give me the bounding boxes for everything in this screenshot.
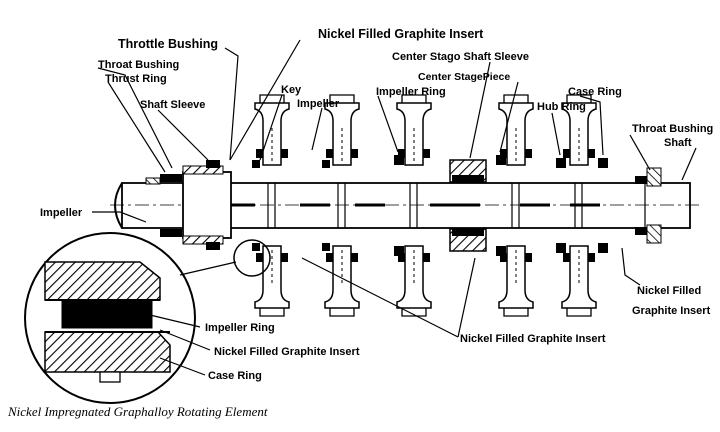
label-nickel-filled-right-1: Nickel Filled: [637, 285, 701, 297]
label-shaft-sleeve: Shaft Sleeve: [140, 99, 205, 111]
label-case-ring-detail: Case Ring: [208, 370, 262, 382]
label-nickel-insert-bottom: Nickel Filled Graphite Insert: [460, 333, 606, 345]
label-nickel-insert-top: Nickel Filled Graphite Insert: [318, 27, 484, 41]
label-shaft: Shaft: [664, 137, 692, 149]
detail-inset: [24, 232, 271, 404]
label-hub-ring: Hub Ring: [537, 101, 586, 113]
labels: Throttle Bushing Nickel Filled Graphite …: [7, 27, 713, 419]
label-impeller-top: Impeller: [297, 98, 340, 110]
label-center-stage-piece: Center StagePiece: [418, 71, 510, 83]
label-case-ring-top: Case Ring: [568, 86, 622, 98]
label-impeller-ring-top: Impeller Ring: [376, 86, 446, 98]
label-center-stage-shaft-sleeve: Center Stago Shaft Sleeve: [392, 51, 529, 63]
leader-lines: [92, 39, 697, 376]
label-key: Key: [281, 84, 302, 96]
label-impeller-ring-detail: Impeller Ring: [205, 322, 275, 334]
label-throat-bushing-right: Throat Bushing: [632, 123, 713, 135]
label-thrust-ring: Thrust Ring: [105, 73, 167, 85]
label-throat-bushing-left: Throat Bushing: [98, 59, 179, 71]
shaft-left-end: [114, 182, 123, 229]
detail-source-circle: [233, 239, 271, 277]
label-impeller-left: Impeller: [40, 207, 83, 219]
shaft-assembly: [110, 94, 700, 317]
label-nickel-filled-right-2: Graphite Insert: [632, 305, 711, 317]
throttle-bushing-part: [182, 171, 232, 239]
figure-caption: Nickel Impregnated Graphalloy Rotating E…: [7, 404, 268, 419]
detail-graphite-insert: [61, 299, 153, 329]
label-throttle-bushing: Throttle Bushing: [118, 37, 218, 51]
label-nickel-insert-detail: Nickel Filled Graphite Insert: [214, 346, 360, 358]
